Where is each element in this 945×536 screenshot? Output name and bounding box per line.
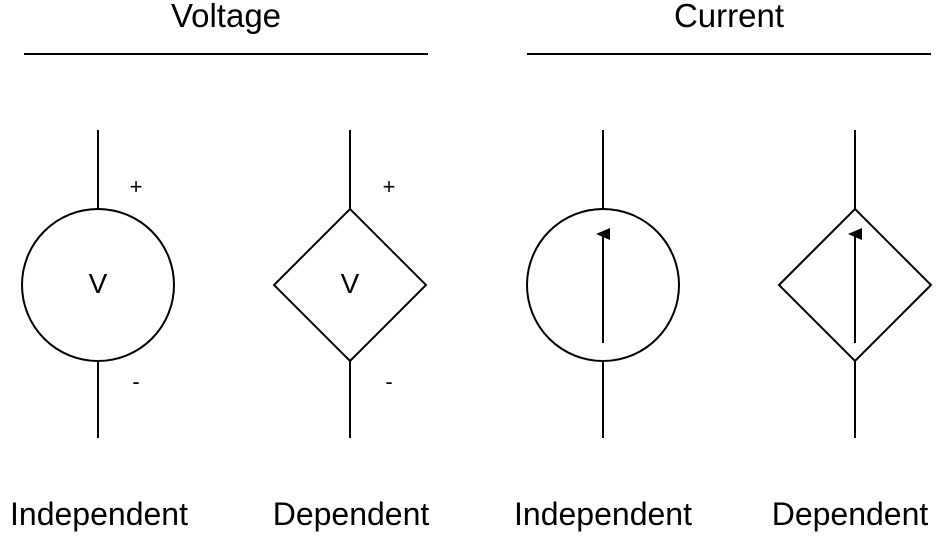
dependent-voltage-source-symbol: [272, 130, 428, 438]
dependent-current-source-symbol: [777, 130, 933, 438]
voltage-group-title: Voltage: [170, 0, 282, 34]
current-group-title: Current: [673, 0, 785, 34]
dependent-voltage-plus-sign: +: [382, 174, 396, 199]
dependent-voltage-symbol-label: V: [340, 268, 360, 299]
independent-voltage-source-symbol: [21, 130, 175, 438]
independent-voltage-plus-sign: +: [129, 174, 143, 199]
independent-voltage-minus-sign: -: [132, 369, 140, 394]
independent-voltage-caption: Independent: [10, 496, 188, 532]
dependent-voltage-minus-sign: -: [385, 369, 393, 394]
independent-current-source-symbol: [526, 130, 680, 438]
dependent-current-caption: Dependent: [771, 496, 929, 532]
independent-current-caption: Independent: [514, 496, 692, 532]
dependent-voltage-caption: Dependent: [272, 496, 430, 532]
independent-voltage-symbol-label: V: [88, 268, 108, 299]
